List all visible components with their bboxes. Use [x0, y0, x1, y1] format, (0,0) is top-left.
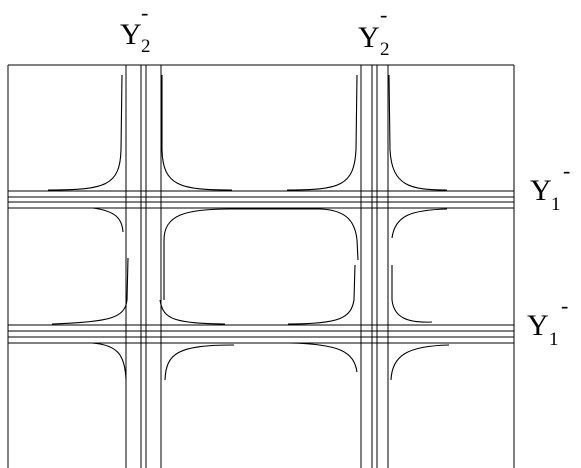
outer-frame: [7, 64, 515, 468]
curve-r1-a: [47, 74, 123, 191]
curve-r2-a: [92, 207, 124, 233]
curve-r1-d: [388, 74, 448, 191]
curve-r2-c: [163, 208, 359, 300]
svg-text:Y: Y: [120, 18, 142, 51]
curve-r3-b: [164, 344, 235, 381]
label-right-upper: Y 1 -: [530, 158, 570, 215]
curve-r2-b: [51, 257, 129, 325]
row2-curves: [51, 207, 448, 325]
svg-text:-: -: [141, 0, 148, 25]
curve-r3-c: [289, 342, 358, 373]
svg-text:1: 1: [549, 329, 559, 350]
horizontal-lines-lower: [8, 324, 514, 344]
svg-text:Y: Y: [358, 21, 380, 54]
svg-text:Y: Y: [530, 174, 552, 207]
curve-r3-a: [91, 342, 127, 381]
curve-r2-g: [391, 265, 433, 323]
curve-r2-d: [159, 299, 226, 325]
curve-r2-e: [287, 264, 356, 325]
svg-text:-: -: [561, 293, 568, 318]
label-top-right: Y 2 -: [358, 2, 390, 60]
horizontal-lines-upper: [8, 190, 514, 209]
curve-r3-d: [390, 344, 450, 381]
svg-text:2: 2: [141, 36, 151, 57]
svg-text:2: 2: [380, 39, 390, 60]
svg-text:Y: Y: [527, 309, 549, 342]
label-top-left: Y 2 -: [120, 0, 151, 57]
curve-r1-b: [161, 75, 233, 191]
curve-r1-c: [286, 74, 358, 191]
vertical-lines-right: [360, 65, 389, 468]
vertical-lines-left: [125, 65, 162, 468]
svg-text:1: 1: [551, 194, 561, 215]
row3-curves: [91, 342, 450, 381]
row1-curves: [47, 74, 448, 191]
curve-r2-f: [391, 208, 448, 239]
svg-text:-: -: [563, 158, 570, 183]
svg-text:-: -: [380, 2, 387, 27]
label-right-lower: Y 1 -: [527, 293, 568, 350]
